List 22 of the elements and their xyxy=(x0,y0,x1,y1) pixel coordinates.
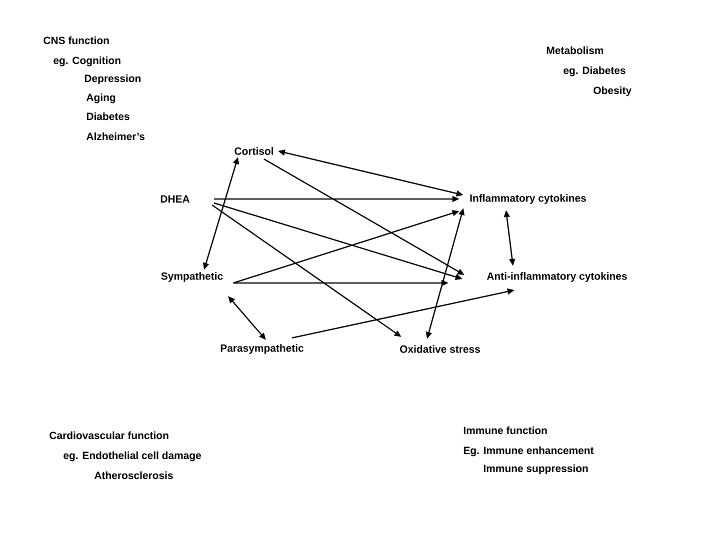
node-text: DHEA xyxy=(160,195,190,203)
node-text: Anti-inflammatory cytokines xyxy=(486,272,627,282)
text-label: Aging xyxy=(86,93,116,104)
node-text: Oxidative stress xyxy=(400,345,480,353)
text-label: Eg. Immune enhancement xyxy=(464,446,594,456)
text-label: eg. Endothelial cell damage xyxy=(64,451,201,462)
text-label: Immune suppression xyxy=(484,464,588,474)
text-label: Metabolism xyxy=(546,46,604,54)
text-label: Obesity xyxy=(594,86,632,96)
node-text: Parasympathetic xyxy=(220,344,304,354)
text-label: Immune function xyxy=(464,426,547,434)
text-label: eg. Diabetes xyxy=(564,66,626,76)
text-label: CNS function xyxy=(44,36,109,44)
text-label: Diabetes xyxy=(86,112,130,120)
text-label: Depression xyxy=(84,74,141,84)
text-label: Alzheimer’s xyxy=(86,132,144,140)
text-label: eg. Cognition xyxy=(54,56,120,66)
text-label: Atherosclerosis xyxy=(94,471,173,480)
node-text: Inflammatory cytokines xyxy=(470,194,586,204)
text-label: Cardiovascular function xyxy=(50,431,168,440)
node-text: Sympathetic xyxy=(161,272,223,282)
node-text: Cortisol xyxy=(234,147,274,155)
